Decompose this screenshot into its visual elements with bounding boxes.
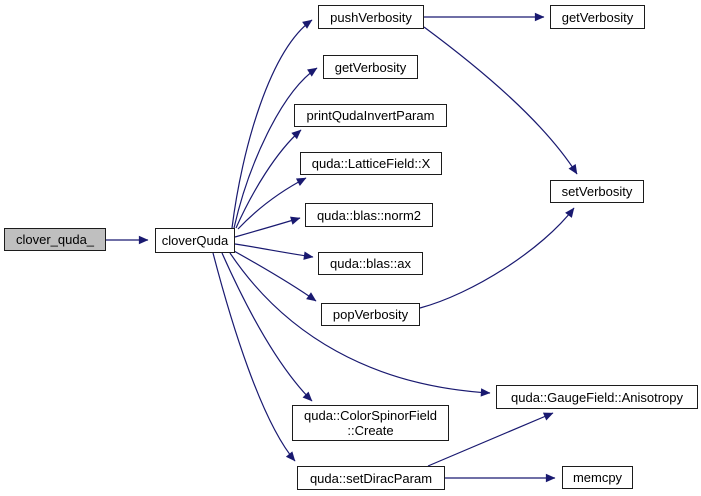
- node-blas-norm2-label: quda::blas::norm2: [316, 207, 422, 223]
- node-clover-quda: clover_quda_: [4, 228, 106, 251]
- node-cloverquda-label: cloverQuda: [161, 233, 229, 248]
- node-pushverbosity-label: pushVerbosity: [330, 9, 412, 25]
- node-memcpy-label: memcpy: [572, 470, 623, 485]
- node-gaugefield-anisotropy[interactable]: quda::GaugeField::Anisotropy: [496, 385, 698, 409]
- edge-cloverquda-to-popverbosity: [233, 250, 317, 302]
- edge-cloverquda-to-latticefield-x: [237, 177, 307, 230]
- node-printqudainvertparam[interactable]: printQudaInvertParam: [294, 104, 447, 127]
- node-blas-ax[interactable]: quda::blas::ax: [318, 252, 423, 275]
- edge-cloverquda-to-blas-ax: [234, 243, 314, 260]
- node-setverbosity-label: setVerbosity: [561, 184, 633, 199]
- node-setdiracparam-label: quda::setDiracParam: [309, 470, 433, 486]
- node-setdiracparam[interactable]: quda::setDiracParam: [297, 466, 445, 490]
- edge-setdiracparam-to-anisotropy: [427, 412, 554, 467]
- node-pushverbosity[interactable]: pushVerbosity: [318, 5, 424, 29]
- edge-cloverquda-to-colorspinorfield-create: [221, 252, 313, 402]
- node-latticefield-x[interactable]: quda::LatticeField::X: [300, 152, 442, 175]
- edge-popverbosity-to-setverbosity: [419, 207, 575, 309]
- edge-cloverquda-to-setdiracparam: [212, 252, 296, 462]
- edge-cloverquda-to-anisotropy: [229, 252, 491, 397]
- node-colorspinorfield-create-label: quda::ColorSpinorField ::Create: [304, 408, 437, 438]
- node-popverbosity[interactable]: popVerbosity: [321, 303, 420, 326]
- node-blas-ax-label: quda::blas::ax: [330, 256, 411, 271]
- node-colorspinorfield-create[interactable]: quda::ColorSpinorField ::Create: [292, 405, 449, 441]
- node-clover-quda-label: clover_quda_: [15, 232, 95, 247]
- edge-cloverquda-to-blas-norm2: [234, 216, 301, 238]
- edge-pushverbosity-to-setverbosity: [423, 26, 578, 175]
- node-popverbosity-label: popVerbosity: [332, 307, 409, 322]
- node-setverbosity[interactable]: setVerbosity: [550, 180, 644, 203]
- node-latticefield-x-label: quda::LatticeField::X: [311, 156, 431, 171]
- node-gaugefield-anisotropy-label: quda::GaugeField::Anisotropy: [511, 389, 683, 405]
- edge-cloverquda-to-printqudainvertparam: [235, 129, 302, 229]
- node-getverbosity[interactable]: getVerbosity: [323, 55, 418, 79]
- node-printqudainvertparam-label: printQudaInvertParam: [306, 108, 435, 123]
- node-cloverquda[interactable]: cloverQuda: [155, 228, 235, 253]
- node-getverbosity-top-label: getVerbosity: [561, 9, 634, 25]
- node-memcpy[interactable]: memcpy: [562, 466, 633, 489]
- node-getverbosity-label: getVerbosity: [334, 59, 407, 75]
- edge-cloverquda-to-pushverbosity: [231, 19, 313, 229]
- node-blas-norm2[interactable]: quda::blas::norm2: [305, 203, 433, 227]
- node-getverbosity-top[interactable]: getVerbosity: [550, 5, 645, 29]
- edge-cloverquda-to-getverbosity: [233, 67, 318, 229]
